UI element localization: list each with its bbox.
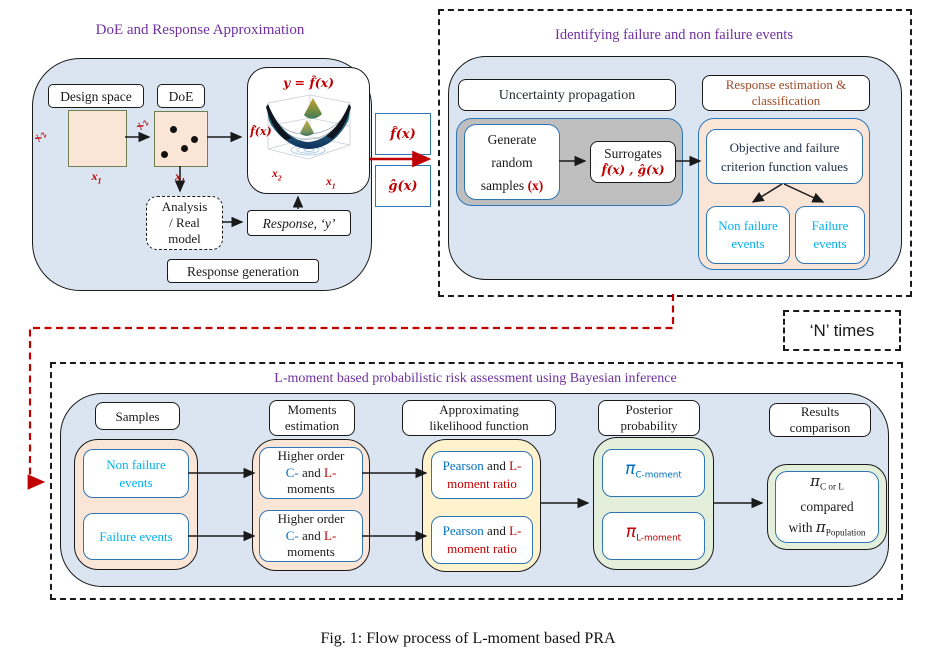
pi-l-moment-box: πL-moment bbox=[602, 512, 705, 560]
surface-plot-title: y = f̂(x) bbox=[282, 75, 335, 90]
response-y-box: Response, ‘y’ bbox=[247, 210, 351, 236]
doe-sample-region bbox=[154, 111, 208, 167]
design-space-label-box: Design space bbox=[48, 84, 144, 108]
pearson-lmoment-box-2: Pearson and L- moment ratio bbox=[431, 516, 533, 564]
design-space-x-axis-label: x1 bbox=[91, 169, 102, 186]
doe-x-axis-label: x1 bbox=[174, 169, 186, 186]
header-results-comparison: Results comparison bbox=[769, 403, 871, 437]
doe-sample-point bbox=[191, 136, 198, 143]
doe-sample-point bbox=[181, 145, 188, 152]
header-samples: Samples bbox=[95, 402, 180, 430]
identify-events-dashed-frame bbox=[438, 9, 912, 297]
lmoment-title: L-moment based probabilistic risk assess… bbox=[274, 371, 677, 386]
analysis-model-box: Analysis / Real model bbox=[146, 196, 223, 250]
higher-order-moments-box-1: Higher order C- and L- moments bbox=[259, 447, 363, 499]
higher-order-moments-box-2: Higher order C- and L- moments bbox=[259, 510, 363, 562]
generate-samples-box: Generate random samples (x) bbox=[464, 124, 560, 200]
doe-sample-point bbox=[170, 126, 177, 133]
bottom-non-failure-box: Non failure events bbox=[83, 449, 189, 498]
failure-events-box: Failure events bbox=[795, 206, 865, 264]
header-moments-estimation: Moments estimation bbox=[269, 400, 355, 436]
header-posterior-probability: Posterior probability bbox=[598, 400, 700, 436]
design-space-region bbox=[68, 110, 127, 167]
surrogates-box: Surrogates f̂(x) , ĝ(x) bbox=[590, 141, 676, 183]
objective-criterion-box: Objective and failure criterion function… bbox=[706, 129, 863, 184]
surface-plot bbox=[265, 94, 351, 160]
pearson-lmoment-box-1: Pearson and L- moment ratio bbox=[431, 451, 533, 499]
ghat-output-box: ĝ(x) bbox=[375, 165, 431, 207]
n-times-box: ‘N’ times bbox=[783, 310, 901, 351]
uncertainty-propagation-box: Uncertainty propagation bbox=[458, 79, 676, 111]
pi-c-moment-box: πC-moment bbox=[602, 449, 705, 497]
surface-x2-label: x2 bbox=[272, 168, 282, 183]
figure-caption: Fig. 1: Flow process of L-moment based P… bbox=[320, 630, 616, 647]
bottom-failure-box: Failure events bbox=[83, 513, 189, 560]
fhat-output-box: f̂(x) bbox=[375, 113, 431, 155]
doe-label-box: DoE bbox=[157, 84, 205, 108]
header-approximating-likelihood: Approximating likelihood function bbox=[402, 400, 556, 436]
surface-x1-label: x1 bbox=[326, 176, 336, 191]
doe-group-title: DoE and Response Approximation bbox=[95, 22, 305, 38]
response-estimation-box: Response estimation & classification bbox=[702, 75, 870, 111]
identify-events-title: Identifying failure and non failure even… bbox=[555, 27, 793, 43]
doe-label: DoE bbox=[168, 88, 194, 104]
results-comparison-box: πC or L compared with πPopulation bbox=[775, 471, 879, 543]
doe-sample-point bbox=[161, 151, 168, 158]
surface-ylabel: f̂(x) bbox=[250, 125, 272, 138]
response-generation-box: Response generation bbox=[167, 259, 319, 283]
surface-plot-box: y = f̂(x) bbox=[247, 67, 370, 194]
design-space-label: Design space bbox=[60, 88, 132, 104]
non-failure-events-box: Non failure events bbox=[706, 206, 790, 264]
